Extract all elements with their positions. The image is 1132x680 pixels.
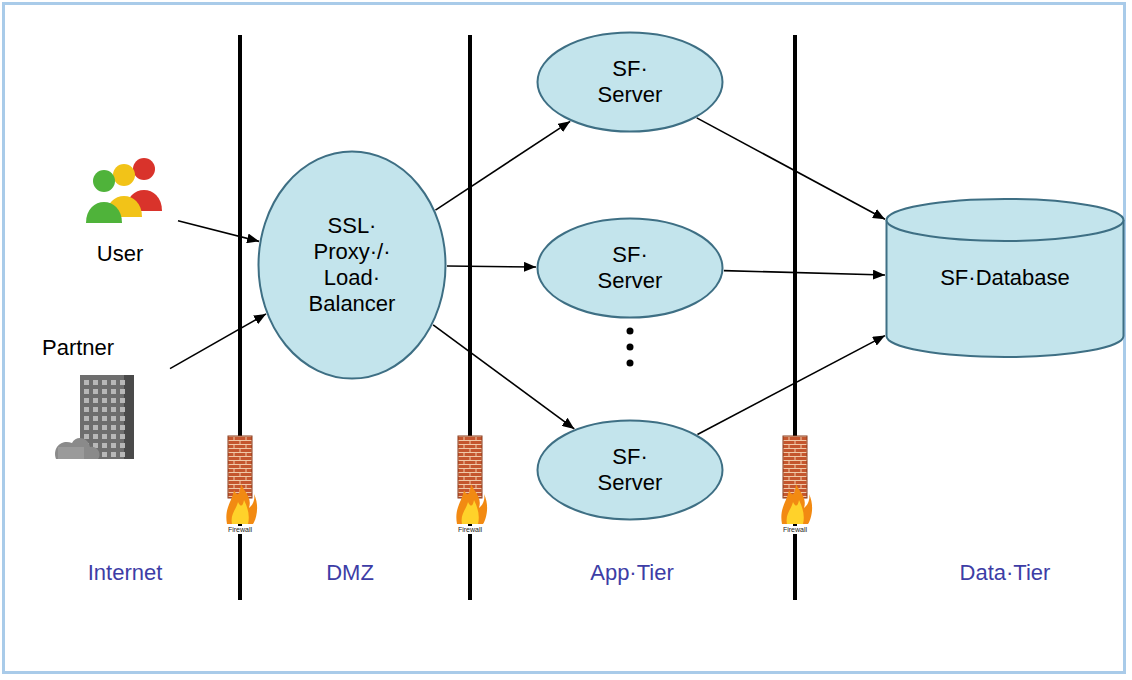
node-label: SF·Database	[940, 265, 1070, 291]
node-label: SF· Server	[585, 56, 675, 108]
zone-label: App·Tier	[590, 560, 674, 586]
database-cylinder: SF·Database	[885, 198, 1125, 358]
zone-label: DMZ	[326, 560, 374, 586]
zone-label: Internet	[88, 560, 163, 586]
node-label: SF· Server	[585, 444, 675, 496]
firewall-caption: Firewall	[227, 526, 253, 534]
server-ellipse: SF· Server	[536, 217, 724, 319]
server-ellipse: SF· Server	[536, 31, 724, 133]
arrow-connector	[447, 265, 536, 268]
node-label: SSL· Proxy·/· Load· Balancer	[292, 213, 412, 317]
arrow-connector	[433, 325, 574, 429]
node-label: Partner	[42, 335, 114, 361]
arrow-connector	[697, 118, 885, 219]
arrow-connector	[435, 121, 570, 210]
ellipsis-dots	[627, 328, 634, 367]
partner-actor: Partner	[42, 335, 170, 475]
user-actor: User	[62, 145, 178, 267]
server-ellipse: SF· Server	[536, 419, 724, 521]
arrow-connector	[697, 336, 885, 435]
arrow-connector	[170, 314, 266, 369]
zone-label: Data·Tier	[960, 560, 1051, 586]
load-balancer-ellipse: SSL· Proxy·/· Load· Balancer	[257, 150, 447, 380]
node-label: User	[97, 241, 143, 267]
arrow-connector	[724, 271, 885, 275]
arrow-connector	[178, 221, 259, 242]
tier-boundary-lines	[240, 35, 795, 600]
firewall-caption: Firewall	[782, 526, 808, 534]
firewall-icons	[226, 436, 812, 524]
node-label: SF· Server	[585, 242, 675, 294]
firewall-caption: Firewall	[457, 526, 483, 534]
